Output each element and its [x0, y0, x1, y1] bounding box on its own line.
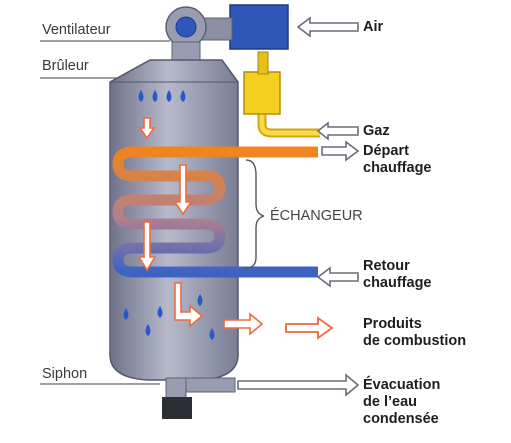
produits-label-line1: Produits	[363, 316, 422, 332]
gas-valve-neck	[257, 51, 269, 75]
fan-icon	[175, 16, 197, 38]
depart-arrow	[321, 140, 360, 162]
produits-label-line2: de combustion	[363, 333, 467, 349]
siphon-trap	[162, 397, 192, 419]
condensate-droplets	[123, 294, 215, 340]
depart-chauffage-label: Départ chauffage	[363, 143, 432, 177]
fan-outlet	[171, 41, 201, 63]
evacuation-label-line2: de l’eau	[363, 394, 417, 410]
fan-motor	[229, 4, 289, 50]
bruleur-label: Brûleur	[42, 58, 89, 74]
retour-label-line1: Retour	[363, 258, 410, 274]
gaz-label: Gaz	[363, 123, 390, 139]
retour-label-line2: chauffage	[363, 275, 432, 291]
evacuation-eau-label: Évacuation de l’eau condensée	[363, 377, 440, 428]
combustion-products-arrow	[285, 316, 334, 340]
ventilateur-label: Ventilateur	[42, 22, 111, 38]
evacuation-label-line3: condensée	[363, 411, 439, 427]
air-label: Air	[363, 19, 384, 35]
gas-pipe-inner	[259, 102, 320, 136]
siphon-label: Siphon	[42, 366, 88, 382]
retour-chauffage-label: Retour chauffage	[363, 258, 432, 292]
exchanger-brace	[245, 159, 265, 269]
drain-pipe	[184, 377, 236, 393]
siphon-neck	[165, 377, 187, 399]
retour-arrow	[316, 266, 359, 288]
depart-label-line2: chauffage	[363, 160, 432, 176]
depart-label-line1: Départ	[363, 143, 409, 159]
echangeur-label: ÉCHANGEUR	[270, 208, 363, 224]
evacuation-label-line1: Évacuation	[363, 377, 441, 393]
exchanger-coil	[112, 146, 318, 278]
produits-combustion-label: Produits de combustion	[363, 316, 466, 350]
gas-arrow	[316, 121, 359, 141]
hot-gas-arrows	[137, 117, 264, 336]
gas-valve	[243, 71, 281, 115]
evacuation-arrow	[237, 373, 360, 397]
external-arrows	[237, 16, 360, 397]
air-arrow	[296, 16, 359, 38]
burner-droplets	[138, 90, 186, 102]
